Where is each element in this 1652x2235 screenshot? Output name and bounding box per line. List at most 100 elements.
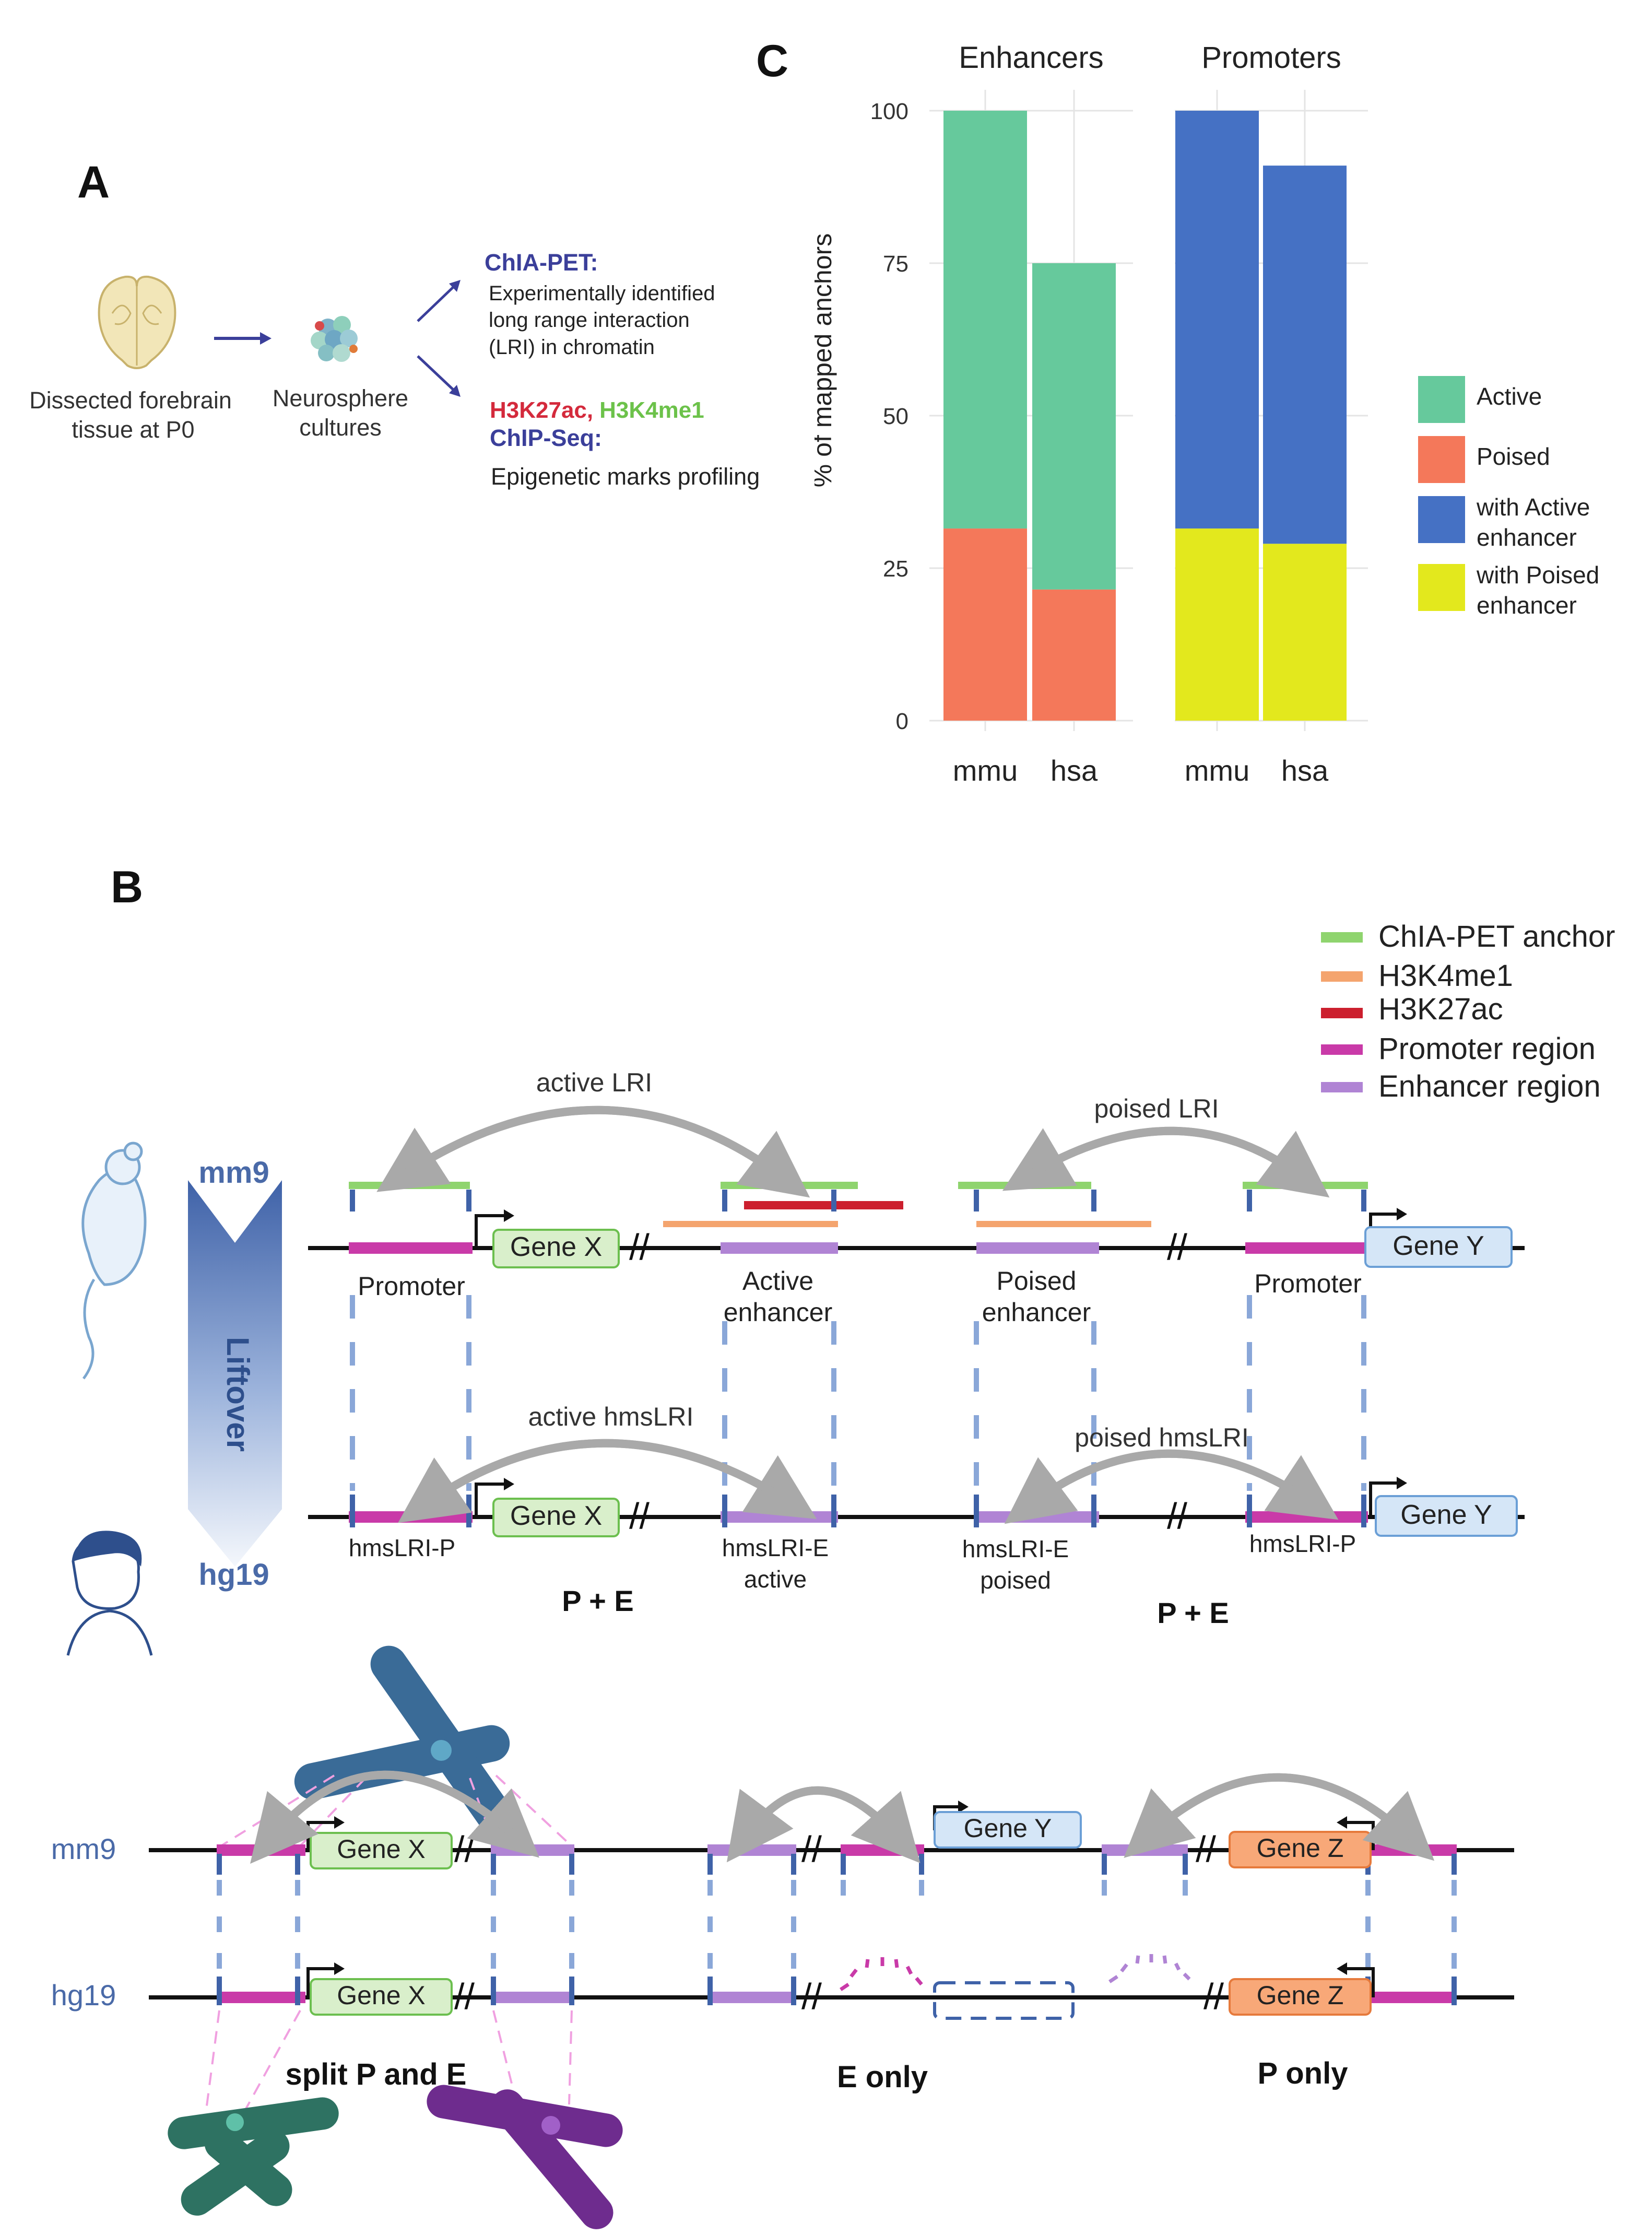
mm9-label-top: mm9 (198, 1156, 269, 1190)
legend-label: with Active (1476, 493, 1590, 521)
histone-marks: H3K27ac,H3K4me1 (490, 397, 704, 423)
mark-h3k4me1: H3K4me1 (599, 397, 704, 423)
legend-label-h3k4me1: H3K4me1 (1378, 959, 1513, 993)
gene-x-label-bottom-hg19: Gene X (337, 1981, 426, 2010)
hmslri-e-active-line2: active (744, 1566, 807, 1593)
x-tick-label: mmu (953, 754, 1018, 787)
promoter-label-right: Promoter (1254, 1269, 1362, 1298)
y-tick-label: 50 (883, 404, 908, 429)
liftover-arrow-icon (188, 1180, 282, 1567)
active-lri-label: active LRI (536, 1068, 652, 1097)
bar-segment (1175, 528, 1259, 721)
p-plus-e-label-right: P + E (1157, 1596, 1229, 1629)
e-only-label: E only (837, 2060, 928, 2094)
x-tick-label: mmu (1185, 754, 1249, 787)
p-plus-e-label-left: P + E (562, 1584, 634, 1617)
poised-hmslri-label: poised hmsLRI (1075, 1423, 1249, 1452)
panel-label-a: A (77, 157, 110, 207)
break-icon: // (1196, 1829, 1216, 1869)
gene-y-box-hg19 (1375, 1495, 1518, 1537)
brain-icon (98, 275, 176, 369)
legend-label: with Poised (1476, 561, 1599, 589)
gene-x-label: Gene X (510, 1232, 602, 1262)
active-hmslri-label: active hmsLRI (528, 1402, 694, 1431)
mm9-label-bottom: mm9 (51, 1832, 116, 1865)
gene-y-label: Gene Y (1393, 1231, 1484, 1261)
bar-segment (1175, 111, 1259, 529)
legend-label: Active (1477, 383, 1542, 410)
legend-swatch (1418, 496, 1465, 543)
break-icon: // (801, 1829, 822, 1869)
legend-label-promoter: Promoter region (1378, 1032, 1596, 1066)
split-projection-lines (205, 2010, 573, 2110)
chiapet-title: ChIA-PET: (485, 249, 598, 276)
break-icon: // (454, 1829, 475, 1869)
tissue-label-line2: tissue at P0 (72, 416, 194, 443)
hg19-label-top: hg19 (198, 1558, 269, 1592)
split-label: split P and E (285, 2057, 466, 2091)
gene-x-box-bottom-hg19 (310, 1978, 453, 2016)
break-icon: // (629, 1496, 650, 1536)
x-tick-label: hsa (1281, 754, 1329, 787)
active-enhancer-label-line1: Active (742, 1266, 813, 1296)
lost-enhancer-marks (1108, 1954, 1191, 1983)
active-enhancer-label-line2: enhancer (724, 1298, 833, 1327)
human-icon (66, 1531, 153, 1656)
legend-swatch (1418, 436, 1465, 483)
bar-segment (1032, 263, 1116, 590)
break-icon: // (801, 1976, 822, 2017)
panel-a-schematic: Dissected forebrain tissue at P0 Neurosp… (29, 249, 760, 490)
hmslri-p-label-left: hmsLRI-P (349, 1534, 455, 1561)
poised-lri-label: poised LRI (1094, 1094, 1219, 1123)
chiapet-desc-line3: (LRI) in chromatin (489, 336, 655, 359)
arrow-right-icon (214, 332, 272, 345)
poised-enhancer-label-line1: Poised (997, 1266, 1077, 1296)
culture-label-line2: cultures (299, 414, 382, 441)
break-icon: // (1167, 1227, 1187, 1267)
bottom-projection-lines (217, 1880, 1457, 1977)
gene-x-label-bottom-mm9: Gene X (337, 1834, 426, 1864)
y-tick-label: 25 (883, 556, 908, 582)
gene-y-label-hg19: Gene Y (1400, 1500, 1492, 1530)
y-tick-label: 75 (883, 251, 908, 277)
hg19-track-upper: // // (308, 1477, 1525, 1536)
chipseq-title: ChIP-Seq: (490, 425, 602, 451)
panel-label-b: B (111, 862, 144, 912)
gene-z-label-bottom-hg19: Gene Z (1257, 1981, 1344, 2010)
culture-label-line1: Neurosphere (273, 385, 408, 411)
gene-x-label-hg19: Gene X (510, 1501, 602, 1531)
chiapet-desc-line1: Experimentally identified (489, 282, 715, 305)
legend-label-anchor: ChIA-PET anchor (1378, 920, 1615, 954)
hmslri-p-label-right: hmsLRI-P (1249, 1530, 1356, 1557)
mark-h3k27ac: H3K27ac (490, 397, 587, 423)
poised-enhancer-label-line2: enhancer (982, 1298, 1091, 1327)
hg19-label-bottom: hg19 (51, 1979, 116, 2012)
neurosphere-icon (311, 316, 358, 362)
liftover-label: Liftover (220, 1337, 255, 1452)
hmslri-e-poised-line2: poised (980, 1567, 1051, 1594)
y-axis-label: % of mapped anchors (815, 233, 837, 487)
arrow-up-right-icon (417, 280, 461, 322)
gene-y-box (1364, 1226, 1513, 1268)
gene-x-box-hg19 (492, 1498, 620, 1537)
chiapet-desc-line2: long range interaction (489, 309, 690, 332)
gene-z-box-bottom-hg19 (1229, 1978, 1372, 2016)
lost-promoter-marks (840, 1957, 923, 1991)
mm9-track-upper: // // (308, 1182, 1525, 1267)
facet-title: Enhancers (959, 41, 1103, 75)
y-tick-label: 0 (896, 709, 908, 734)
bar-segment (1263, 544, 1347, 721)
bar-segment (943, 111, 1027, 529)
hmslri-e-active-line1: hmsLRI-E (722, 1534, 829, 1561)
chipseq-desc: Epigenetic marks profiling (491, 463, 760, 490)
panel-b-diagram: ChIA-PET anchor H3K4me1 H3K27ac Promoter… (51, 920, 1615, 2229)
bar-segment (1032, 589, 1116, 721)
x-tick-label: hsa (1051, 754, 1098, 787)
bar-segment (1263, 166, 1347, 544)
break-icon: // (454, 1976, 475, 2017)
break-icon: // (629, 1227, 650, 1267)
legend-swatch (1418, 564, 1465, 611)
facet-title: Promoters (1201, 41, 1341, 75)
hmslri-e-poised-line1: hmsLRI-E (962, 1535, 1069, 1562)
